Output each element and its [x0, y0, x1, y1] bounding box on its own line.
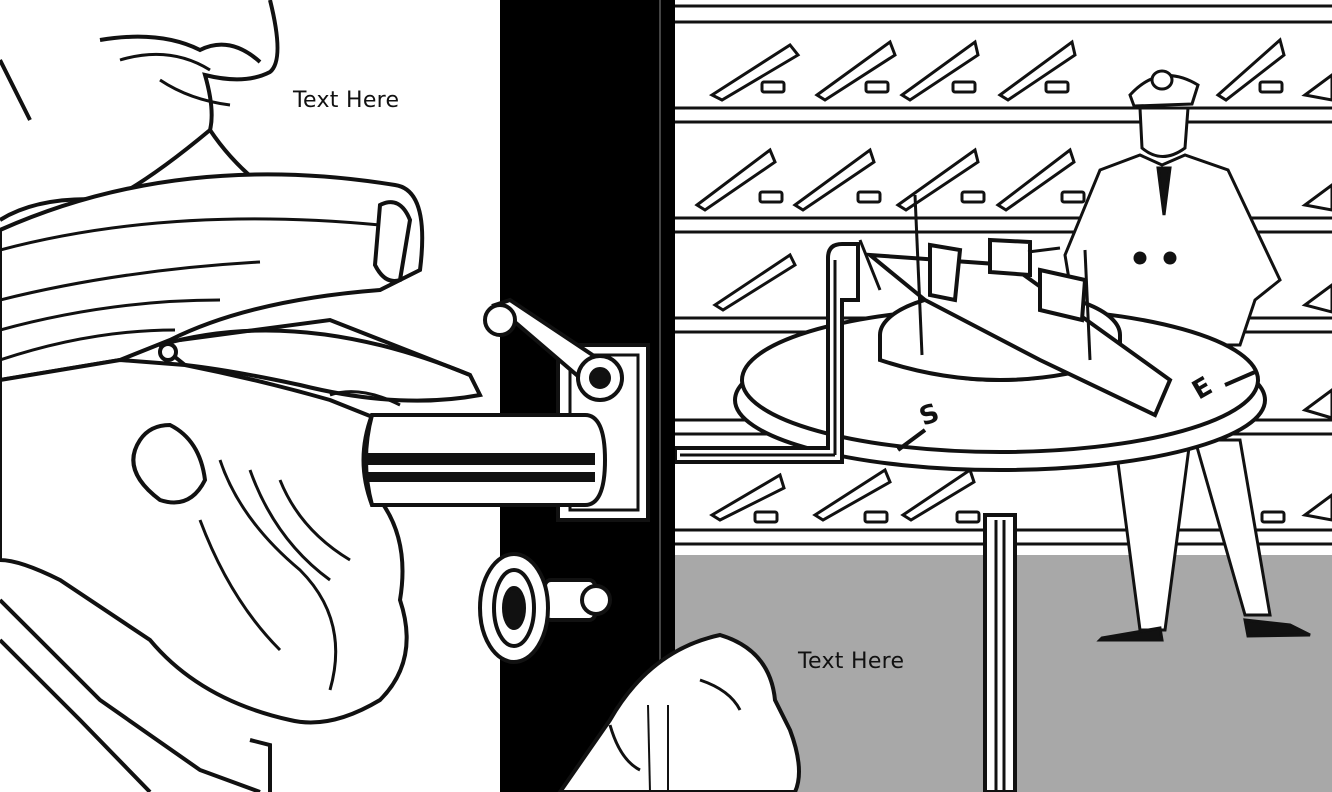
hand	[557, 632, 801, 792]
focus-knob	[478, 552, 612, 664]
model-ships	[694, 37, 1332, 522]
periscope-pipe	[673, 242, 860, 464]
lever-handle	[483, 297, 624, 402]
standing-officer	[1063, 69, 1311, 642]
captain-face	[0, 357, 409, 792]
eyepiece-tube	[361, 413, 608, 507]
table-pedestal	[983, 513, 1017, 792]
captain-cap	[0, 172, 483, 403]
caption-top-left: Text Here	[293, 88, 400, 113]
plotting-table	[733, 194, 1267, 472]
caption-bottom-right: Text Here	[798, 649, 905, 674]
